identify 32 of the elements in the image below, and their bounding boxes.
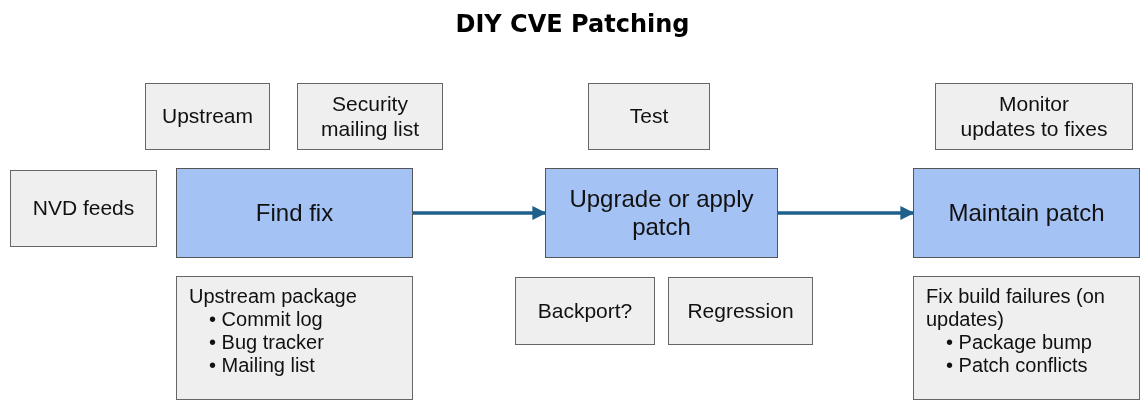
list-heading: Upstream package [189,285,357,308]
process-box [545,168,778,258]
box-label: Test [629,104,669,129]
arrow [413,206,547,220]
box-label: NVD feeds [32,196,135,221]
note-box [588,83,710,150]
box-label: Upstream [162,104,253,129]
note-box [297,83,443,150]
box-label: Upgrade or apply patch [568,185,755,241]
box-label: Monitor updates to fixes [959,92,1109,141]
process-box [176,168,413,258]
note-box [145,83,270,150]
box-label: Find fix [255,199,334,227]
arrow [778,206,915,220]
list-item: • Mailing list [208,354,315,377]
list-item: • Commit log [208,308,323,331]
note-box [515,277,655,345]
list-item: • Bug tracker [208,331,324,354]
note-box [668,277,813,345]
box-label: Backport? [537,298,633,324]
note-box [935,83,1133,150]
list-item: • Package bump [945,331,1092,354]
note-box [913,276,1140,400]
list-item: • Patch conflicts [945,354,1088,377]
box-label: Security mailing list [320,92,420,141]
note-box [10,170,157,247]
box-label: Regression [687,298,794,324]
box-label: Maintain patch [948,199,1105,227]
diagram-title: DIY CVE Patching [455,9,690,40]
note-box [176,276,413,400]
process-box [913,168,1140,258]
list-heading: Fix build failures (on updates) [926,285,1106,331]
